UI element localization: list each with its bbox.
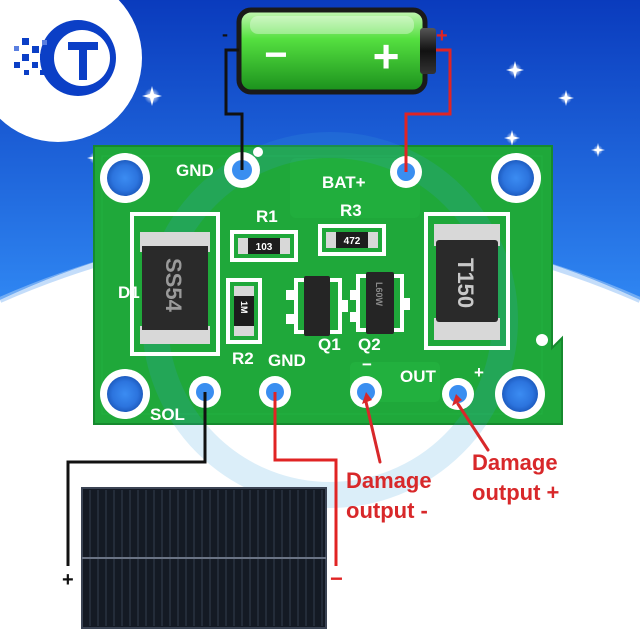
- d1-marking: SS54: [161, 258, 186, 313]
- resistor-r2: 1M: [226, 278, 262, 344]
- damage-plus-line1: Damage: [472, 450, 558, 475]
- battery-minus-sign: −: [264, 33, 287, 77]
- arrow-heads: [362, 392, 462, 406]
- inductor-t150: T150: [424, 212, 510, 350]
- label-gnd-top: GND: [176, 161, 214, 180]
- battery-icon: − + - +: [222, 7, 448, 95]
- battery-plus-sign: +: [373, 30, 400, 82]
- resistor-r3: 472: [318, 224, 386, 256]
- label-r2: R2: [232, 349, 254, 368]
- mounting-hole-top-right: [491, 153, 541, 203]
- battery-neg-terminal: -: [222, 24, 228, 44]
- resistor-r1: 103: [230, 230, 298, 262]
- mounting-hole-bottom-left: [100, 369, 150, 419]
- label-sol: SOL: [150, 405, 185, 424]
- battery-wires: [224, 48, 452, 172]
- label-q1: Q1: [318, 335, 341, 354]
- damage-minus-line1: Damage: [346, 468, 432, 493]
- tc-logo-icon: [0, 0, 142, 142]
- label-r3: R3: [340, 201, 362, 220]
- label-out-minus: −: [362, 355, 372, 374]
- solar-minus-label: −: [330, 566, 343, 591]
- mounting-hole-top-left: [100, 153, 150, 203]
- damage-minus-line2: output -: [346, 498, 428, 523]
- solar-plus-label: +: [62, 569, 74, 591]
- transistor-q2: L60W: [350, 272, 410, 334]
- damage-plus-line2: output +: [472, 480, 559, 505]
- r1-code: 103: [256, 242, 273, 253]
- pad-out-plus: [442, 378, 474, 410]
- label-bat-plus: BAT+: [322, 173, 366, 192]
- label-d1: D1: [118, 283, 140, 302]
- mounting-hole-bottom-right: [495, 369, 545, 419]
- label-r1: R1: [256, 207, 278, 226]
- label-gnd-bottom: GND: [268, 351, 306, 370]
- solar-panel-icon: [81, 487, 327, 629]
- q2-marking: L60W: [374, 282, 384, 307]
- label-out: OUT: [400, 367, 437, 386]
- label-out-plus: +: [474, 363, 484, 382]
- diode-d1: SS54: [130, 212, 220, 356]
- transistor-q1: [286, 276, 348, 336]
- battery-pos-terminal: +: [436, 25, 448, 47]
- solar-wires: [66, 392, 338, 566]
- pcb-board: SS54 103 472 1M: [93, 132, 563, 508]
- r2-code: 1M: [239, 301, 249, 314]
- r3-code: 472: [344, 236, 361, 247]
- inductor-marking: T150: [453, 258, 478, 308]
- label-q2: Q2: [358, 335, 381, 354]
- damage-arrows: [364, 400, 490, 464]
